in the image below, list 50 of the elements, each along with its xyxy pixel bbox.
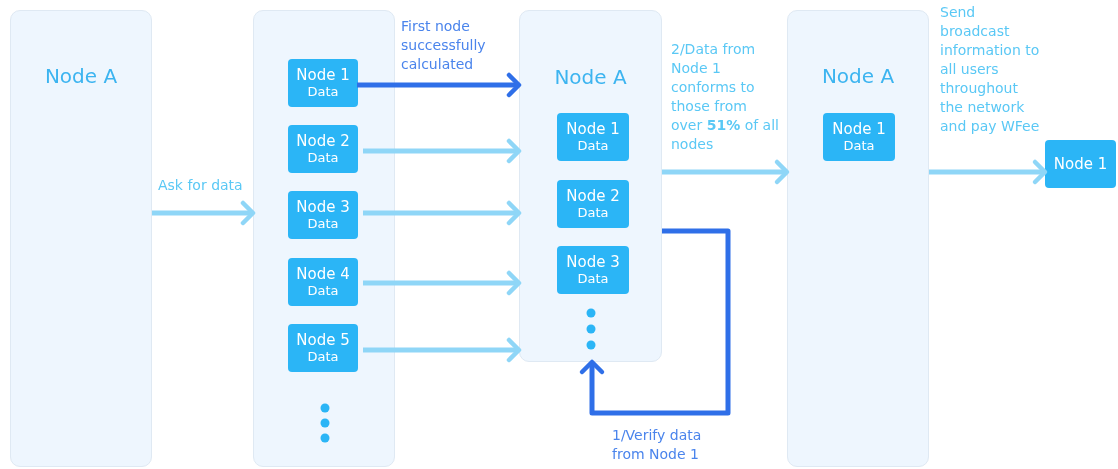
arrow: [579, 228, 731, 416]
edge-label: First node successfully calculated: [401, 17, 487, 74]
edge-label: 2/Data from Node 1 conforms to those from over 51% of all nodes: [671, 40, 780, 154]
node-caption: Data: [577, 271, 609, 287]
node-caption: Data: [307, 150, 339, 166]
node-caption: Data: [577, 138, 609, 154]
node-name: Node 1: [1053, 155, 1108, 173]
node-name: Node 1: [832, 120, 886, 138]
node-box: [288, 191, 358, 239]
arrow: [929, 159, 1048, 185]
arrow: [363, 337, 522, 363]
arrow: [152, 200, 256, 226]
node-name: Node 3: [296, 198, 350, 216]
arrow: [363, 200, 522, 226]
arrow: [662, 159, 790, 185]
node-caption: Data: [577, 205, 609, 221]
edge-label: 1/Verify data from Node 1: [612, 426, 703, 464]
node-caption: Data: [307, 216, 339, 232]
node-name: Node 1: [296, 66, 350, 84]
node-name: Node 3: [566, 253, 620, 271]
node-name: Node 2: [566, 187, 620, 205]
node-caption: Data: [307, 84, 339, 100]
panel: [787, 10, 929, 467]
node-box: [288, 59, 358, 107]
edge-label: Send broadcast information to all users throughout the network and pay WFee: [940, 3, 1040, 136]
edge-label: Ask for data: [158, 176, 244, 195]
node-box: [288, 324, 358, 372]
node-box: [557, 113, 629, 161]
arrow: [363, 270, 522, 296]
node-box: [823, 113, 895, 161]
node-box: [1045, 140, 1116, 188]
node-caption: Data: [307, 349, 339, 365]
node-box: [288, 125, 358, 173]
panel-title: Node A: [820, 64, 896, 88]
node-box: [557, 180, 629, 228]
panel: [253, 10, 395, 467]
panel: [519, 10, 662, 362]
node-box: [557, 246, 629, 294]
node-name: Node 4: [296, 265, 350, 283]
node-name: Node 5: [296, 331, 350, 349]
node-name: Node 2: [296, 132, 350, 150]
node-box: [288, 258, 358, 306]
node-caption: Data: [307, 283, 339, 299]
arrow: [363, 138, 522, 164]
panel: [10, 10, 152, 467]
panel-title: Node A: [553, 65, 628, 89]
arrow: [357, 72, 522, 98]
node-name: Node 1: [566, 120, 620, 138]
node-caption: Data: [843, 138, 875, 154]
panel-title: Node A: [43, 64, 119, 88]
